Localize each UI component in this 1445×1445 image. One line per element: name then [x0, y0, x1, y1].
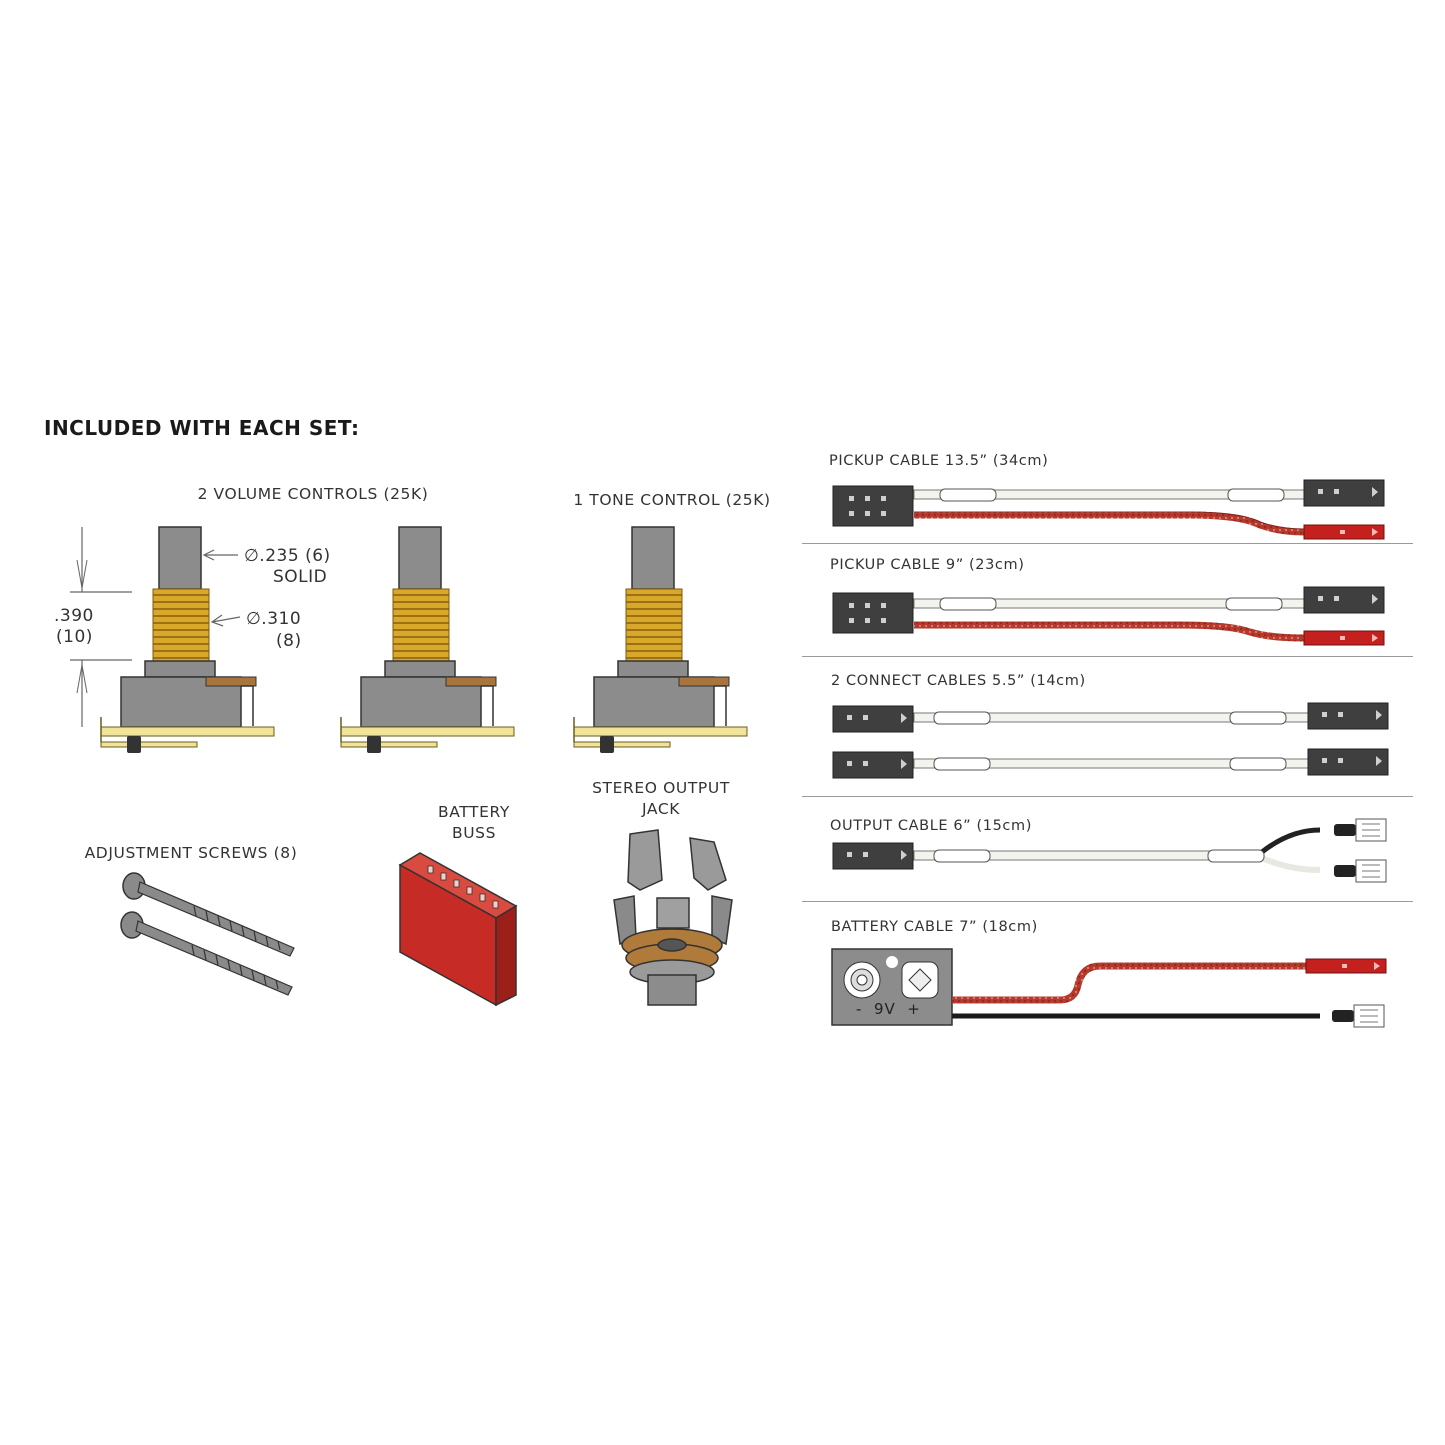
volume-pot-2-icon [340, 526, 515, 754]
thread-diameter-label: ∅.310 [246, 609, 302, 629]
connect-cables-label: 2 CONNECT CABLES 5.5” (14cm) [831, 673, 1086, 689]
divider [802, 656, 1413, 657]
screw-2-icon [120, 911, 293, 996]
battery-buss-label-2: BUSS [451, 824, 497, 842]
pickup-cable-short-label: PICKUP CABLE 9” (23cm) [830, 557, 1025, 573]
jack-label-1: STEREO OUTPUT [592, 779, 730, 797]
output-cable-label: OUTPUT CABLE 6” (15cm) [830, 818, 1032, 834]
battery-cable-icon [831, 948, 1387, 1028]
tone-pot-icon [573, 526, 748, 754]
thread-mm-label: (8) [276, 631, 302, 651]
shaft-type-label: SOLID [273, 567, 328, 587]
connect-cable-1-icon [832, 702, 1389, 733]
battery-buss-icon [398, 852, 518, 1007]
connect-cable-2-icon [832, 748, 1389, 779]
height-in-label: .390 [54, 606, 94, 626]
shaft-diameter-label: ∅.235 (6) [244, 546, 331, 566]
pickup-cable-long-label: PICKUP CABLE 13.5” (34cm) [829, 453, 1049, 469]
output-cable-icon [832, 818, 1387, 883]
volume-pot-1-icon [100, 526, 275, 754]
screws-label: ADJUSTMENT SCREWS (8) [84, 844, 298, 862]
height-mm-label: (10) [56, 627, 93, 647]
battery-clip-label: - 9V + [856, 1000, 921, 1018]
screw-1-icon [122, 872, 295, 957]
pickup-cable-long-icon [832, 479, 1385, 540]
battery-buss-label-1: BATTERY [438, 803, 510, 821]
divider [802, 901, 1413, 902]
jack-label-2: JACK [641, 800, 681, 818]
battery-cable-label: BATTERY CABLE 7” (18cm) [831, 919, 1038, 935]
tone-control-label: 1 TONE CONTROL (25K) [573, 491, 771, 509]
divider [802, 796, 1413, 797]
pickup-cable-short-icon [832, 586, 1385, 646]
volume-controls-label: 2 VOLUME CONTROLS (25K) [197, 485, 429, 503]
divider [802, 543, 1413, 544]
section-heading: INCLUDED WITH EACH SET: [44, 416, 360, 440]
stereo-jack-icon [613, 829, 733, 1006]
